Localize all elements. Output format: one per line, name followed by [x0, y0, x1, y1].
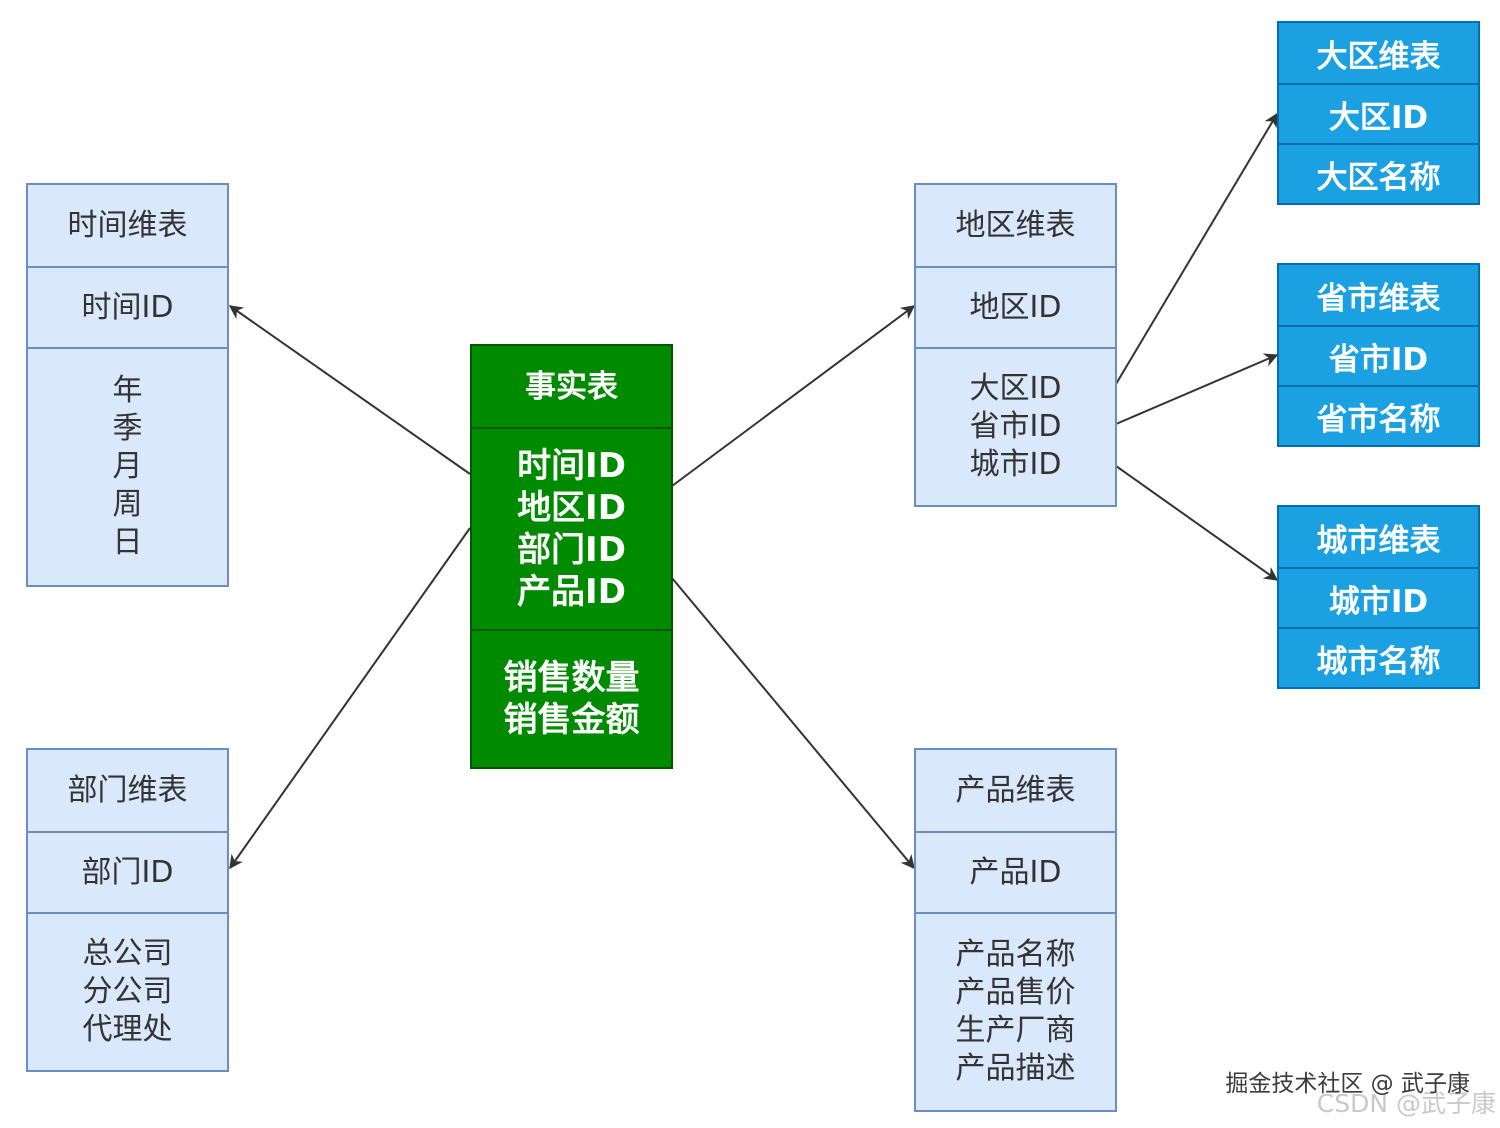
province-name-field: 省市名称 — [1279, 385, 1478, 445]
time-table-title: 时间维表 — [67, 207, 188, 243]
fact-measures: 销售数量 销售金额 — [472, 629, 671, 767]
region-table-title: 地区维表 — [955, 207, 1076, 243]
time-attributes: 年 季 月 周 日 — [28, 347, 227, 585]
city-table-title: 城市维表 — [1316, 522, 1441, 559]
province-table-title: 省市维表 — [1316, 280, 1441, 317]
arrow-region-to-province — [1115, 353, 1279, 425]
arrow-fact-to-product — [671, 577, 915, 870]
time-dimension-table: 时间维表 时间ID 年 季 月 周 日 — [26, 183, 229, 587]
dept-table-title: 部门维表 — [67, 772, 188, 808]
product-table-title: 产品维表 — [955, 772, 1076, 808]
region-attributes: 大区ID 省市ID 城市ID — [916, 347, 1115, 505]
product-id-key: 产品ID — [916, 831, 1115, 912]
csdn-watermark: CSDN @武子康 — [1316, 1089, 1496, 1118]
dept-attributes: 总公司 分公司 代理处 — [28, 912, 227, 1070]
arrow-fact-to-time — [228, 305, 471, 475]
time-id-key: 时间ID — [28, 266, 227, 347]
fact-table: 事实表 时间ID 地区ID 部门ID 产品ID 销售数量 销售金额 — [470, 344, 673, 769]
area-name-field: 大区名称 — [1279, 143, 1478, 203]
area-table-title: 大区维表 — [1316, 38, 1441, 75]
arrow-fact-to-region — [671, 305, 916, 487]
product-dimension-table: 产品维表 产品ID 产品名称 产品售价 生产厂商 产品描述 — [914, 748, 1117, 1112]
juejin-watermark: 掘金技术社区 @ 武子康 — [1225, 1071, 1470, 1097]
arrow-region-to-area — [1115, 112, 1278, 385]
fact-foreign-keys: 时间ID 地区ID 部门ID 产品ID — [472, 427, 671, 629]
region-id-key: 地区ID — [916, 266, 1115, 347]
fact-table-title: 事实表 — [525, 368, 618, 405]
city-id-key: 城市ID — [1279, 567, 1478, 627]
province-dimension-table: 省市维表 省市ID 省市名称 — [1277, 263, 1480, 447]
arrow-region-to-city — [1115, 465, 1279, 581]
area-dimension-table: 大区维表 大区ID 大区名称 — [1277, 21, 1480, 205]
region-dimension-table: 地区维表 地区ID 大区ID 省市ID 城市ID — [914, 183, 1117, 507]
province-id-key: 省市ID — [1279, 325, 1478, 385]
dept-dimension-table: 部门维表 部门ID 总公司 分公司 代理处 — [26, 748, 229, 1072]
city-name-field: 城市名称 — [1279, 627, 1478, 687]
product-attributes: 产品名称 产品售价 生产厂商 产品描述 — [916, 912, 1115, 1110]
arrow-fact-to-dept — [229, 527, 471, 870]
area-id-key: 大区ID — [1279, 83, 1478, 143]
dept-id-key: 部门ID — [28, 831, 227, 912]
city-dimension-table: 城市维表 城市ID 城市名称 — [1277, 505, 1480, 689]
